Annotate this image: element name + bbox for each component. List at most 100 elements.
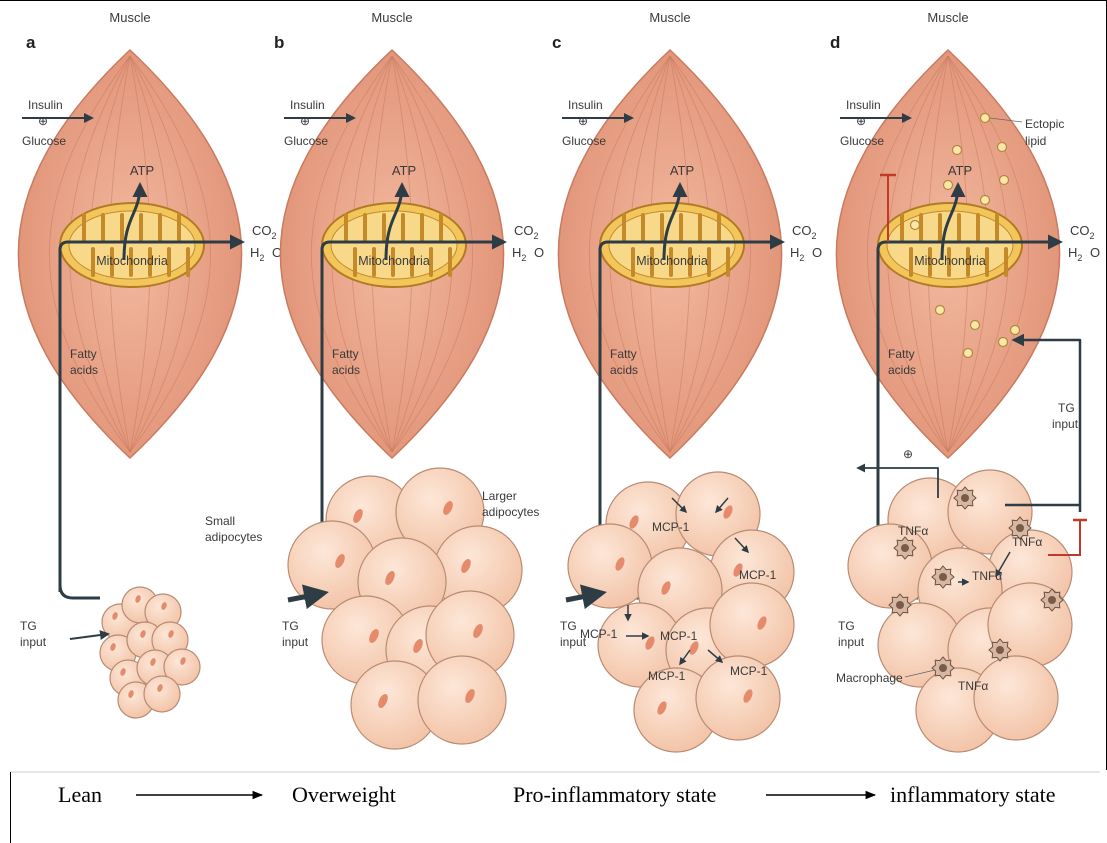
mitochondria-label: Mitochondria (914, 254, 986, 268)
mcp1-label: MCP-1 (580, 627, 618, 641)
glucose-label: Glucose (562, 134, 606, 148)
ectopic-lipid-droplet (998, 143, 1007, 152)
panel-letter-label: c (552, 33, 561, 52)
ectopic-label-1: Ectopic (1025, 117, 1064, 131)
macrophage-nucleus (939, 573, 947, 581)
glucose-label: Glucose (840, 134, 884, 148)
mitochondria-label: Mitochondria (636, 254, 708, 268)
co2-label: CO2 (252, 223, 277, 241)
co2-label: CO2 (514, 223, 539, 241)
macrophage-cell (1041, 589, 1063, 611)
macrophage-nucleus (1016, 524, 1024, 532)
plus-sign: ⊕ (578, 114, 588, 128)
fatty-label: Fatty (70, 347, 97, 361)
adipocyte (710, 583, 794, 667)
adipocyte-label-1: Larger (482, 489, 517, 503)
insulin-label: Insulin (290, 98, 325, 112)
muscle-label: Muscle (371, 10, 412, 25)
tg-input-arrow (70, 634, 108, 639)
mitochondria-label: Mitochondria (96, 254, 168, 268)
input-right-label: input (1052, 417, 1079, 431)
macrophage-nucleus (901, 544, 909, 552)
insulin-label: Insulin (846, 98, 881, 112)
input-label: input (282, 635, 309, 649)
macrophage-nucleus (1048, 596, 1056, 604)
muscle-label: Muscle (109, 10, 150, 25)
tg-label: TG (838, 619, 855, 633)
ectopic-lipid-droplet (981, 196, 990, 205)
plus-sign: ⊕ (38, 114, 48, 128)
macrophage-cell (894, 537, 916, 559)
tg-label: TG (20, 619, 37, 633)
muscle-label: Muscle (927, 10, 968, 25)
co2-label: CO2 (792, 223, 817, 241)
macrophage-cell (932, 566, 954, 588)
ectopic-label-2: lipid (1025, 134, 1046, 148)
h2o-o: O (534, 245, 544, 260)
ectopic-lipid-droplet (1000, 176, 1009, 185)
pro-inflammatory-label: Pro-inflammatory state (513, 782, 716, 807)
ectopic-lipid-droplet (964, 349, 973, 358)
glucose-label: Glucose (284, 134, 328, 148)
tnf-label: TNFα (1012, 535, 1042, 549)
muscle-group-c: MitochondriaMusclecInsulin⊕GlucoseATPCO2… (552, 10, 822, 752)
tnf-label: TNFα (898, 524, 928, 538)
mcp1-label: MCP-1 (660, 629, 698, 643)
muscle-group-d: MitochondriaMuscledInsulin⊕GlucoseATPCO2… (830, 10, 1100, 752)
mitochondria-label: Mitochondria (358, 254, 430, 268)
acids-label: acids (70, 363, 98, 377)
loop-bottom (60, 585, 100, 598)
fatty-label: Fatty (610, 347, 637, 361)
macrophage-nucleus (896, 601, 904, 609)
macrophage-nucleus (996, 646, 1004, 654)
glucose-label: Glucose (22, 134, 66, 148)
h2o-label: H2 (250, 245, 264, 263)
fatty-label: Fatty (332, 347, 359, 361)
acids-label: acids (332, 363, 360, 377)
lean-label: Lean (58, 782, 102, 807)
macrophage-cell (889, 594, 911, 616)
large-adipocyte (418, 656, 506, 744)
mcp1-label: MCP-1 (652, 520, 690, 534)
plus-sign: ⊕ (300, 114, 310, 128)
input-label: input (838, 635, 865, 649)
panel-letter-label: d (830, 33, 840, 52)
mcp1-label: MCP-1 (648, 669, 686, 683)
macrophage-label: Macrophage (836, 671, 903, 685)
acids-label: acids (888, 363, 916, 377)
h2o-o: O (812, 245, 822, 260)
macrophage-nucleus (961, 494, 969, 502)
tnf-label: TNFα (958, 679, 988, 693)
acids-label: acids (610, 363, 638, 377)
ectopic-lipid-droplet (953, 146, 962, 155)
tg-right-label: TG (1058, 401, 1075, 415)
adipocyte-label-1: Small (205, 514, 235, 528)
ectopic-lipid-droplet (981, 114, 990, 123)
tg-label: TG (282, 619, 299, 633)
panel-letter-label: b (274, 33, 284, 52)
adipocyte (974, 656, 1058, 740)
adipocyte-body (418, 656, 506, 744)
input-label: input (20, 635, 47, 649)
insulin-label: Insulin (28, 98, 63, 112)
atp-label: ATP (392, 163, 416, 178)
h2o-label: H2 (790, 245, 804, 263)
fatty-label: Fatty (888, 347, 915, 361)
atp-label: ATP (130, 163, 154, 178)
insulin-label: Insulin (568, 98, 603, 112)
plus-small: ⊕ (903, 447, 913, 461)
plus-sign: ⊕ (856, 114, 866, 128)
macrophage-cell (989, 639, 1011, 661)
adipocyte-body (144, 676, 180, 712)
macrophage-cell (954, 487, 976, 509)
h2o-label: H2 (1068, 245, 1082, 263)
small-adipocyte (144, 676, 180, 712)
overweight-label: Overweight (292, 782, 396, 807)
inflammatory-label: inflammatory state (890, 782, 1056, 807)
muscle-group-b: Mitochondria Muscle bInsulin ⊕ GlucoseATP CO2… (274, 10, 544, 749)
panel-letter-label: a (26, 33, 36, 52)
adipocyte-label-2: adipocytes (482, 505, 539, 519)
